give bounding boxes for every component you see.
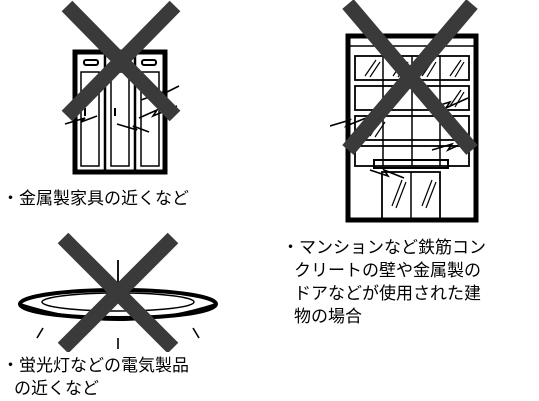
- caption-fluorescent-light: ・蛍光灯などの電気製品 の近くなど: [2, 355, 189, 401]
- caption-metal-furniture-line1: ・金属製家具の近くなど: [2, 189, 189, 209]
- caption-concrete-building-line1: ・マンションなど鉄筋コン: [282, 238, 486, 258]
- x-cross-icon: [57, 232, 179, 352]
- caption-fluorescent-light-line1: ・蛍光灯などの電気製品: [2, 356, 189, 376]
- ceiling-light-icon: [18, 260, 218, 349]
- caption-concrete-building: ・マンションなど鉄筋コン クリートの壁や金属製の ドアなどが使用された建 物の場…: [282, 237, 486, 329]
- apartment-building-illustration: [330, 0, 479, 223]
- caption-concrete-building-line4: 物の場合: [294, 307, 362, 327]
- caption-metal-furniture: ・金属製家具の近くなど: [2, 188, 189, 211]
- caption-fluorescent-light-line2: の近くなど: [14, 379, 99, 399]
- metal-locker-illustration: [61, 0, 181, 175]
- x-cross-icon: [61, 0, 181, 122]
- caption-concrete-building-line3: ドアなどが使用された建: [294, 284, 481, 304]
- ceiling-light-illustration: [18, 232, 218, 352]
- x-cross-icon: [342, 0, 478, 155]
- caption-concrete-building-line2: クリートの壁や金属製の: [294, 261, 481, 281]
